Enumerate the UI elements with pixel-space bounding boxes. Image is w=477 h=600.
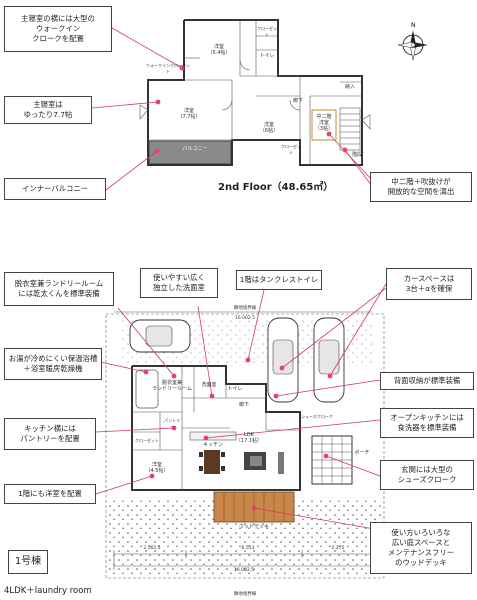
- room-label-pantry: パントリー: [163, 418, 181, 429]
- plan-type-label: 4LDK＋laundry room: [4, 586, 92, 596]
- dimension-3: 2.275: [331, 546, 345, 551]
- room-label-kitchen: キッチン: [202, 442, 223, 448]
- callout-shoe-closet: 玄関には大型の シューズクローク: [380, 460, 474, 490]
- room-label-laundry: 脱衣室兼 ランドリールーム: [152, 380, 192, 392]
- callout-ground-bedroom: 1階にも洋室を配置: [4, 484, 96, 504]
- room-label-porch: ポーチ: [354, 450, 370, 456]
- room-label-ldk: LDK （17.1帖）: [235, 432, 263, 444]
- building-label: 1号棟: [8, 550, 48, 574]
- dimension-1: 2.502.5: [143, 546, 161, 551]
- room-label-loft: 中二階 洋室 （3帖）: [314, 114, 334, 132]
- lower-floor-plan: [95, 283, 387, 579]
- room-label-deck: ウッドデッキ: [238, 524, 269, 530]
- car-icon-3: [313, 317, 345, 403]
- room-label-washroom: 洗面室: [201, 382, 217, 388]
- svg-text:N: N: [411, 22, 416, 29]
- callout-back-storage: 背面収納が標準装備: [380, 372, 474, 390]
- callout-washroom: 使いやすい広く 独立した洗面室: [140, 268, 218, 298]
- room-label-master: 洋室 （7.7帖）: [177, 108, 201, 120]
- room-label-closet-2f-a: クローゼット: [257, 26, 277, 37]
- callout-laundry-room: 脱衣室兼ランドリールーム には乾太くんを標準装備: [4, 272, 114, 306]
- callout-open-kitchen: オープンキッチンには 食洗器を標準装備: [380, 408, 474, 438]
- room-label-balcony: バルコニー: [182, 146, 208, 152]
- dimension-bottom-total: 16.002.5: [233, 568, 255, 573]
- dimension-top: 16.002.5: [234, 316, 256, 321]
- car-icon-2: [267, 317, 299, 403]
- room-label-shoe-closet: シューズクローク: [301, 414, 333, 419]
- callout-garden-deck: 使い方いろいろな 広い庭スペースと メンテナンスフリー のウッドデッキ: [370, 522, 472, 574]
- dimension-2: 6.513: [241, 546, 255, 551]
- room-label-toilet-1f: トイレ: [227, 386, 243, 392]
- boundary-label-top: 隣地境界線: [233, 306, 257, 311]
- room-label-western-b: 洋室 （6帖）: [259, 122, 279, 134]
- compass-icon: N: [397, 22, 428, 61]
- callout-inner-balcony: インナーバルコニー: [4, 178, 106, 200]
- room-label-hall-2f: 廊下: [292, 98, 303, 104]
- room-label-walk-in: ウォークインクローゼット: [146, 63, 190, 74]
- room-label-storage: 納入: [344, 84, 355, 90]
- room-label-toilet-2f: トイレ: [259, 53, 275, 59]
- room-label-western-1f: 洋室 （4.5帖）: [145, 462, 169, 474]
- room-label-stair-2f: 階段: [351, 152, 362, 158]
- car-icon-1: [129, 319, 191, 353]
- room-label-hall-1f: 廊下: [238, 402, 249, 408]
- room-label-closet-2f-b: クローゼット: [281, 144, 301, 155]
- room-label-western-a: 洋室 （5.4帖）: [207, 44, 231, 56]
- upper-floor-title: 2nd Floor（48.65㎡）: [218, 182, 334, 193]
- callout-master-bedroom: 主寝室は ゆったり7.7帖: [4, 96, 92, 124]
- callout-car-space: カースペースは 3台＋αを確保: [386, 268, 472, 300]
- callout-tankless-toilet: 1階はタンクレストイレ: [236, 270, 322, 290]
- callout-pantry: キッチン横には パントリーを配置: [4, 418, 96, 450]
- upper-floor-plan: N: [91, 19, 428, 191]
- boundary-label-bottom: 隣地境界線: [233, 592, 257, 597]
- callout-loft: 中二階＋吹抜けが 開放的な空間を演出: [370, 172, 472, 202]
- room-label-closet-1f: クローゼット: [135, 438, 159, 443]
- callout-bathtub: お湯が冷めにくい保温浴槽 ＋浴室暖房乾燥機: [4, 348, 102, 380]
- callout-walk-in-closet: 主寝室の横には大型の ウォークイン クロークを配置: [4, 6, 112, 52]
